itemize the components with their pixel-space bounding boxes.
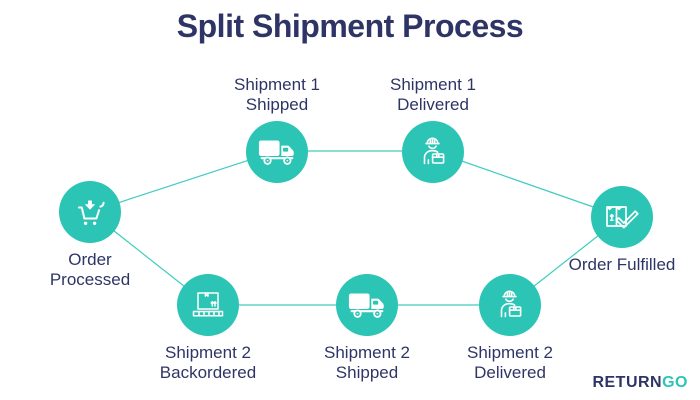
node-label: Order Fulfilled — [568, 255, 676, 274]
pallet-box-icon — [192, 292, 224, 317]
node-label: Shipment 1 Delivered — [390, 75, 476, 115]
node-order-fulfilled: Order Fulfilled — [567, 186, 677, 275]
truck-icon — [348, 292, 384, 318]
node-circle — [177, 274, 239, 336]
page-title: Split Shipment Process — [176, 8, 524, 44]
cart-download-icon — [78, 200, 105, 225]
node-circle — [246, 121, 308, 184]
delivery-person-icon — [500, 290, 522, 318]
connector-line — [89, 150, 278, 213]
node-circle — [591, 186, 653, 248]
connector-line — [432, 150, 623, 218]
node-circle — [479, 274, 541, 336]
node-label: Shipment 2 Shipped — [324, 343, 410, 383]
logo-part-return: RETURN — [592, 374, 663, 391]
node-label: Shipment 1 Shipped — [234, 75, 320, 115]
node-label: Shipment 2 Delivered — [467, 343, 553, 383]
node-circle — [59, 181, 121, 243]
node-shipment2-shipped: Shipment 2 Shipped — [292, 274, 442, 383]
node-label: Order Processed — [49, 250, 131, 290]
node-label: Shipment 2 Backordered — [159, 343, 257, 383]
node-circle — [336, 274, 398, 336]
delivery-person-icon — [423, 137, 445, 165]
node-shipment1-shipped: Shipment 1 Shipped — [202, 75, 352, 184]
node-shipment1-delivered: Shipment 1 Delivered — [358, 75, 508, 184]
node-shipment2-backordered: Shipment 2 Backordered — [133, 274, 283, 383]
node-shipment2-delivered: Shipment 2 Delivered — [435, 274, 585, 383]
logo-part-go: GO — [662, 374, 688, 391]
truck-icon — [258, 140, 294, 165]
returngo-logo: RETURNGO — [592, 374, 688, 392]
node-order-processed: Order Processed — [35, 181, 145, 290]
node-circle — [402, 121, 464, 184]
box-check-icon — [606, 206, 639, 229]
